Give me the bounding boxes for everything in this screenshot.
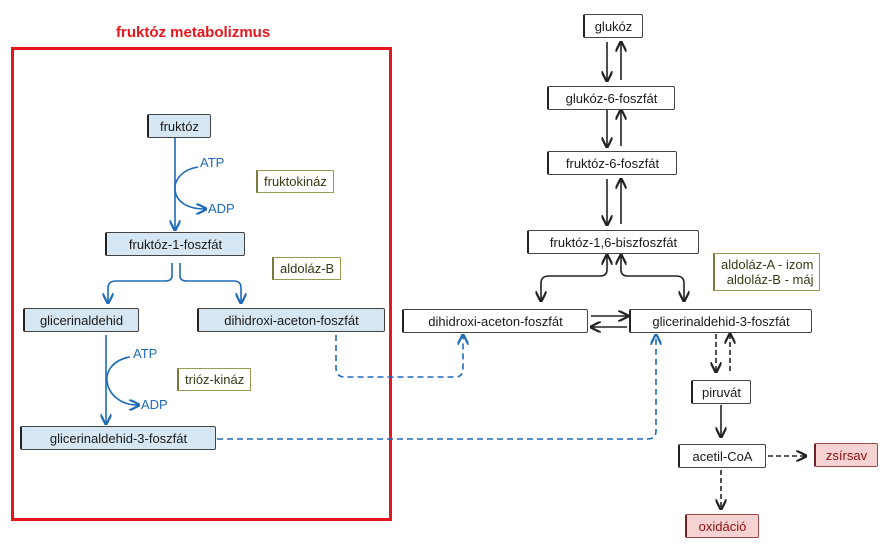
oxidation-box: oxidáció xyxy=(685,514,759,538)
aldolase-enzyme-box: aldoláz-A - izom aldoláz-B - máj xyxy=(713,253,821,291)
fructokinase-enzyme: fruktokináz xyxy=(256,170,334,193)
dhap-link-dashed xyxy=(335,335,463,378)
g3p-box-right: glicerinaldehid-3-foszfát xyxy=(629,309,812,333)
f16bp-to-dhap-arrow xyxy=(541,256,607,300)
atp-label-2: ATP xyxy=(133,346,158,361)
f16bp-to-g3p-arrow xyxy=(621,256,684,300)
aldolase-b-liver: aldoláz-B - máj xyxy=(726,272,814,287)
atp1-curve xyxy=(174,166,205,209)
glucose-6-phosphate-box: glukóz-6-foszfát xyxy=(547,86,675,110)
f1p-to-glyceraldehyde-arrow xyxy=(108,263,173,302)
aldolase-b-enzyme: aldoláz-B xyxy=(272,257,342,280)
triokinase-enzyme: trióz-kináz xyxy=(177,368,252,391)
fructose-1-phosphate-box: fruktóz-1-foszfát xyxy=(105,232,245,256)
g3p-link-dashed xyxy=(217,336,656,440)
adp-label-1: ADP xyxy=(208,201,235,216)
fructose-16-bisphosphate-box: fruktóz-1,6-biszfoszfát xyxy=(527,230,699,254)
diagram-title: fruktóz metabolizmus xyxy=(116,24,271,41)
atp-label-1: ATP xyxy=(200,155,225,170)
atp2-curve xyxy=(106,356,138,405)
fatty-acid-box: zsírsav xyxy=(814,443,878,467)
f1p-to-dhap-arrow xyxy=(179,263,241,302)
fructose-6-phosphate-box: fruktóz-6-foszfát xyxy=(547,151,677,175)
fructose-metabolism-frame xyxy=(11,47,392,521)
glucose-box: glukóz xyxy=(583,14,643,38)
glyceraldehyde-box: glicerinaldehid xyxy=(23,308,139,332)
aldolase-a-muscle: aldoláz-A - izom xyxy=(721,257,814,272)
g3p-box-left: glicerinaldehid-3-foszfát xyxy=(20,426,216,450)
pyruvate-box: piruvát xyxy=(691,380,751,404)
adp-label-2: ADP xyxy=(141,397,168,412)
dhap-box-left: dihidroxi-aceton-foszfát xyxy=(197,308,385,332)
fructose-box: fruktóz xyxy=(147,114,211,138)
acetyl-coa-box: acetil-CoA xyxy=(678,444,766,468)
dhap-box-right: dihidroxi-aceton-foszfát xyxy=(402,309,588,333)
